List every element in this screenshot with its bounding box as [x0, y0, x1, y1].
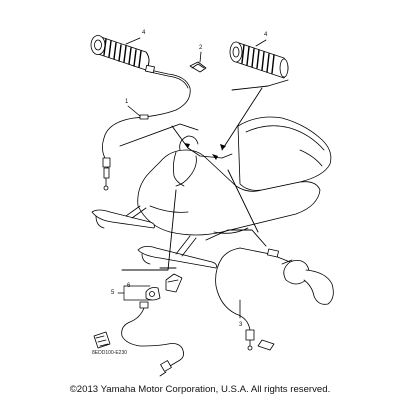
callout-2: 2 [199, 45, 203, 51]
callout-5: 5 [111, 290, 115, 296]
snowmobile-outline [91, 116, 332, 269]
callout-4-right: 4 [264, 32, 268, 38]
choke-lever-assembly [121, 273, 184, 377]
callout-brackets-5-6 [117, 285, 151, 301]
right-handlebar-grip [229, 41, 289, 79]
throttle-cable-upper [102, 64, 191, 191]
leader-line [255, 39, 267, 47]
leader-line [199, 51, 202, 63]
callout-1: 1 [125, 99, 129, 105]
cap-part [93, 331, 111, 349]
throttle-lever-assembly [215, 247, 334, 351]
callout-3: 3 [239, 322, 243, 328]
callout-4-left: 4 [142, 30, 146, 36]
leader-line [127, 105, 141, 117]
diagram-part-code: 8EDD100-E230 [92, 350, 128, 356]
group-brackets-bottom [121, 169, 267, 271]
left-handlebar-grip [90, 35, 150, 71]
pointer-arrows [184, 143, 226, 160]
cable-clip [189, 61, 207, 73]
copyright-notice: ©2013 Yamaha Motor Corporation, U.S.A. A… [69, 384, 331, 395]
leader-line [125, 37, 141, 45]
callout-6: 6 [127, 283, 131, 289]
